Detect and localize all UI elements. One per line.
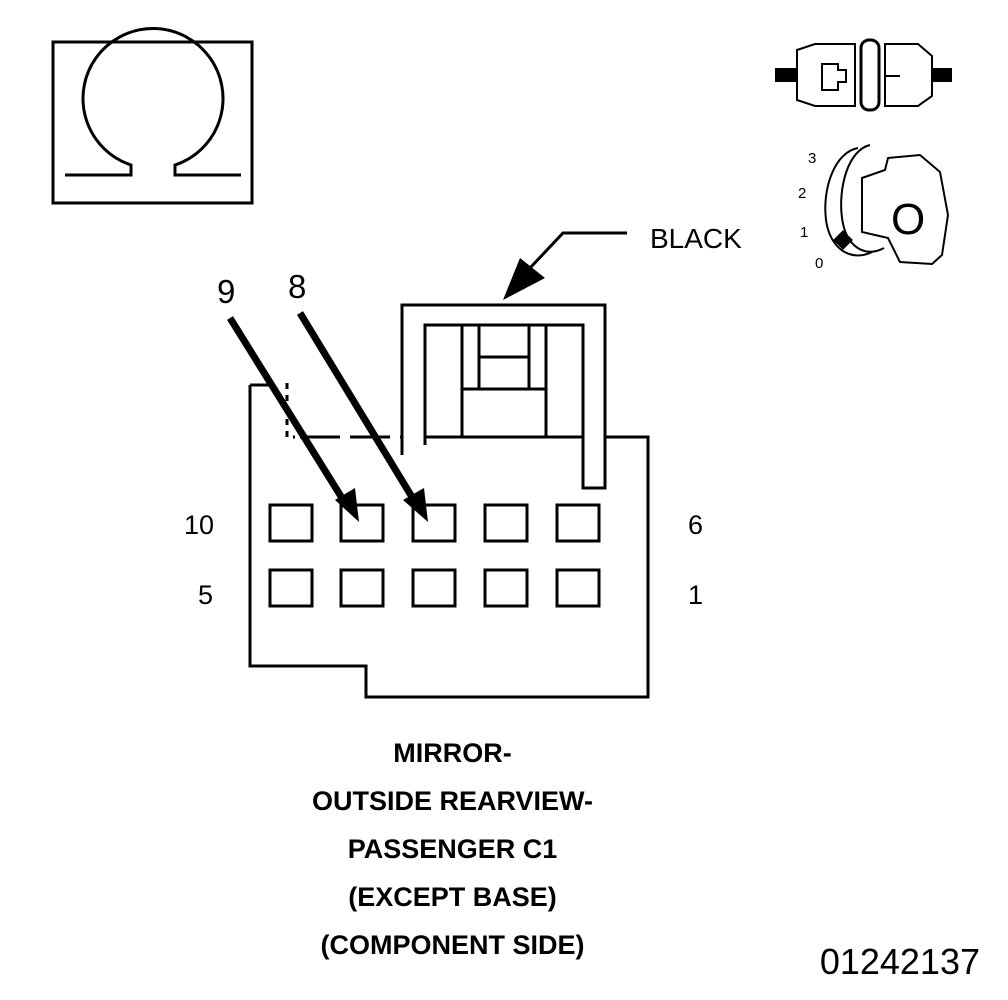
connector-caption: MIRROR- OUTSIDE REARVIEW- PASSENGER C1 (…: [200, 729, 705, 969]
pin-cavities: [268, 503, 601, 608]
caption-line: (COMPONENT SIDE): [320, 930, 585, 960]
ignition-position-0: 0: [815, 255, 823, 272]
pin-cavity-3: [411, 568, 457, 608]
callout-pin-8: 8: [288, 268, 306, 305]
black-leader-arrow: [503, 231, 627, 300]
ignition-position-1: 1: [800, 224, 808, 241]
pin-label-10: 10: [184, 510, 214, 540]
pin-cavity-7: [483, 503, 529, 543]
pin-cavity-6: [555, 503, 601, 543]
pin-8-arrow: [297, 311, 428, 522]
caption-line: OUTSIDE REARVIEW-: [312, 786, 593, 816]
ohmmeter-symbol-icon: [51, 27, 254, 205]
figure-id: 01242137: [819, 941, 980, 982]
ignition-off-icon: [824, 144, 950, 266]
ignition-position-3: 3: [808, 150, 816, 167]
pin-cavity-5: [268, 568, 314, 608]
pin-label-1: 1: [688, 580, 703, 610]
pin-cavity-4: [339, 568, 385, 608]
pin-cavity-1: [555, 568, 601, 608]
caption-line: (EXCEPT BASE): [348, 882, 557, 912]
ignition-position-2: 2: [798, 185, 806, 202]
pin-cavity-2: [483, 568, 529, 608]
caption-line: PASSENGER C1: [347, 834, 558, 864]
disconnected-connector-icon: [775, 38, 952, 112]
caption-line: MIRROR-: [393, 738, 512, 768]
pin-label-6: 6: [688, 510, 703, 540]
ignition-key-symbol: O: [891, 195, 925, 244]
callout-pin-9: 9: [217, 273, 235, 310]
pin-9-arrow: [227, 316, 359, 522]
connector-color-label: BLACK: [650, 223, 742, 254]
pin-label-5: 5: [198, 580, 213, 610]
pin-cavity-10: [268, 503, 314, 543]
connector-body: [248, 303, 650, 699]
